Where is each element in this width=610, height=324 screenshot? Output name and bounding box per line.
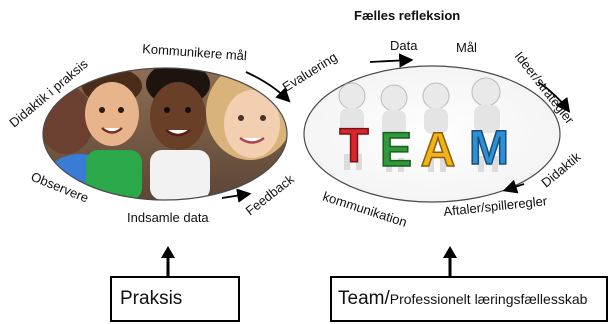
team-illustration [338,77,501,172]
praksis-box: Praksis [110,276,240,322]
arrow-evaluering-to-photo [245,71,291,103]
team-letter-a: A [421,124,456,177]
arrow-indsamle-to-feedback [221,188,252,203]
label-evaluering: Evaluering [280,49,340,94]
arrow-ideer-to-didaktik [537,81,571,113]
team-label: Team/ [338,288,390,309]
team-letter-m: M [469,122,509,175]
label-kommunikere-maal: Kommunikere mål [142,41,248,63]
arrowhead-up-praksis [161,246,175,258]
photo-ellipse-border [42,67,288,201]
label-indsamle-data: Indsamle data [127,210,209,225]
team-letter-e: E [380,124,412,177]
arrowhead-up-team [443,246,457,258]
praksis-label: Praksis [120,288,183,309]
label-data: Data [390,38,418,53]
children-photo [43,68,287,200]
team-letter-t: T [339,120,368,173]
arrow-aftaler-to-kommunikation [502,179,525,194]
arrow-data-to-maal [369,53,414,68]
team-box: Team/Professionelt læringsfællesskab [330,276,608,322]
title-faelles-refleksion: Fælles refleksion [354,8,460,23]
team-sub-label: Professionelt læringsfællesskab [389,291,588,307]
label-maal: Mål [456,40,477,55]
